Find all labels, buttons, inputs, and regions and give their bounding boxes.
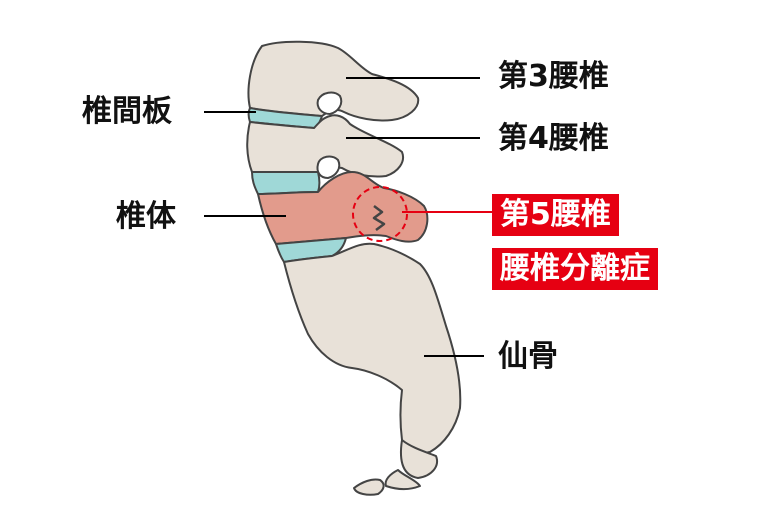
leader-lines bbox=[204, 77, 492, 357]
coccyx-segment-2 bbox=[384, 469, 421, 490]
label-vertebral-body: 椎体 bbox=[116, 199, 176, 234]
label-sacrum: 仙骨 bbox=[498, 339, 558, 374]
coccyx-segment-3 bbox=[353, 478, 385, 496]
label-l3: 第3腰椎 bbox=[498, 59, 609, 94]
lumbar-sacral-illustration bbox=[246, 40, 462, 496]
sacrum-bone bbox=[283, 242, 462, 454]
disc-l4-l5 bbox=[251, 171, 321, 195]
spondylolysis-highlight-circle bbox=[352, 186, 408, 242]
label-l5: 第5腰椎 bbox=[492, 194, 619, 236]
label-intervertebral-disc: 椎間板 bbox=[82, 94, 172, 129]
pars-fracture-line bbox=[372, 205, 386, 231]
l3-foramen bbox=[316, 91, 343, 115]
label-l4: 第4腰椎 bbox=[498, 121, 609, 156]
label-spondylolysis: 腰椎分離症 bbox=[492, 248, 658, 290]
coccyx-segment-1 bbox=[400, 439, 438, 479]
l4-foramen bbox=[316, 155, 341, 179]
